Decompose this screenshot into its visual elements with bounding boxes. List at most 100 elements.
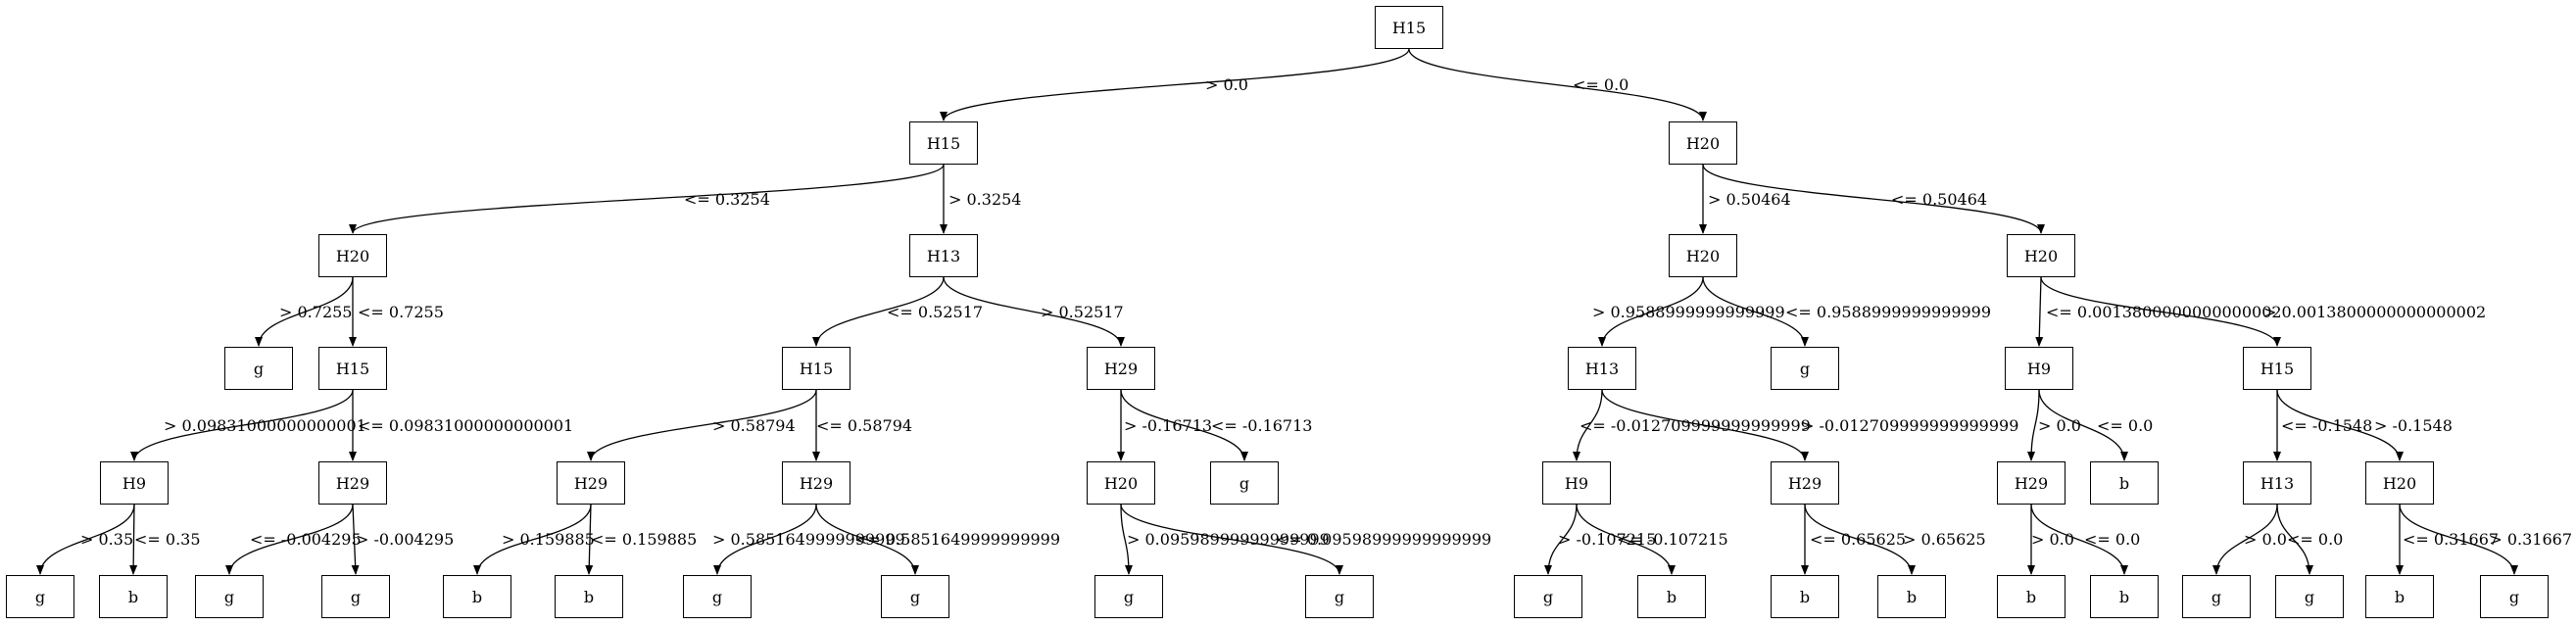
leaf-node: g <box>1210 461 1279 505</box>
split-node: H29 <box>1997 461 2066 505</box>
tree-edge <box>815 504 919 575</box>
leaf-node: b <box>1877 575 1946 618</box>
tree-edge <box>1601 389 1809 461</box>
tree-edge <box>1573 389 1603 461</box>
tree-edge <box>2038 389 2128 461</box>
split-node: H29 <box>318 461 387 505</box>
leaf-node: b <box>99 575 168 618</box>
leaf-node: g <box>881 575 949 618</box>
edge-label: > 0.159885 <box>502 530 595 549</box>
edge-label: <= 0.35 <box>134 530 201 549</box>
edge-label: <= 0.09831000000000001 <box>358 416 574 435</box>
leaf-node: b <box>1637 575 1706 618</box>
edge-label: <= 0.0 <box>1573 75 1629 94</box>
edge-label: <= 0.52517 <box>887 303 984 321</box>
edge-label: > 0.09831000000000001 <box>164 416 366 435</box>
tree-edge <box>1544 504 1578 575</box>
edge-label: > -0.16713 <box>1124 416 1213 435</box>
split-node: H20 <box>1669 234 1737 277</box>
edge-label: > 0.3254 <box>948 190 1022 209</box>
split-node: H9 <box>1542 461 1611 505</box>
edge-label: <= 0.58794 <box>816 416 913 435</box>
edge-label: > -0.004295 <box>356 530 455 549</box>
edge-label: <= -0.1548 <box>2281 416 2373 435</box>
edge-label: <= 0.9588999999999999 <box>1785 303 1992 321</box>
tree-edge <box>812 276 945 347</box>
leaf-node: g <box>224 347 293 390</box>
split-node: H20 <box>2007 234 2075 277</box>
split-node: H13 <box>1568 347 1636 390</box>
edge-label: <= 0.7255 <box>358 303 444 321</box>
edge-label: <= 0.50464 <box>1891 190 1988 209</box>
leaf-node: g <box>1305 575 1374 618</box>
edge-label: > -0.012709999999999999 <box>1801 416 2019 435</box>
split-node: H20 <box>2365 461 2434 505</box>
edge-label: <= -0.012709999999999999 <box>1580 416 1811 435</box>
tree-edge <box>943 276 1125 347</box>
edge-label: > 0.7255 <box>279 303 353 321</box>
split-node: H29 <box>1771 461 1839 505</box>
edge-label: <= 0.0013800000000000002 <box>2046 303 2282 321</box>
tree-edge <box>1120 504 1133 575</box>
leaf-node: b <box>1771 575 1839 618</box>
edge-label: <= 0.65625 <box>1810 530 1907 549</box>
tree-edge <box>351 504 360 575</box>
split-node: H15 <box>1375 6 1443 49</box>
tree-edge <box>1598 276 1704 347</box>
split-node: H29 <box>557 461 625 505</box>
tree-edge <box>130 389 354 461</box>
edge-label: <= -0.16713 <box>1211 416 1313 435</box>
edge-label: <= 0.0 <box>2097 416 2154 435</box>
tree-edge <box>2276 389 2404 461</box>
edge-label: > 0.5851649999999999 <box>712 530 905 549</box>
tree-edge <box>2399 504 2518 575</box>
split-node: H29 <box>1087 347 1155 390</box>
split-node: H20 <box>1087 461 1155 505</box>
edge-label: <= 0.09598999999999999 <box>1276 530 1492 549</box>
split-node: H20 <box>1669 121 1737 165</box>
leaf-node: g <box>683 575 752 618</box>
edge-label: > 0.35 <box>80 530 134 549</box>
edge-label: > 0.65625 <box>1903 530 1986 549</box>
edge-label: > 0.09598999999999999 <box>1127 530 1330 549</box>
tree-edge <box>1576 504 1676 575</box>
leaf-node: g <box>321 575 390 618</box>
tree-edge <box>1702 276 1809 347</box>
tree-edge <box>2027 389 2040 461</box>
tree-edge <box>2212 504 2278 575</box>
leaf-node: b <box>1997 575 2066 618</box>
split-node: H13 <box>2243 461 2311 505</box>
leaf-node: g <box>1771 347 1839 390</box>
edge-label: > 0.50464 <box>1708 190 1791 209</box>
leaf-node: b <box>2090 575 2159 618</box>
leaf-node: b <box>2365 575 2434 618</box>
edge-label: > 0.0 <box>2038 416 2081 435</box>
edge-label: > -0.1548 <box>2374 416 2453 435</box>
leaf-node: g <box>2480 575 2549 618</box>
tree-edge <box>2035 276 2044 347</box>
split-node: H9 <box>2005 347 2073 390</box>
tree-edge <box>2030 504 2128 575</box>
leaf-node: g <box>1094 575 1163 618</box>
leaf-node: g <box>2275 575 2344 618</box>
edge-label: <= 0.31667 <box>2403 530 2500 549</box>
edge-label: > 0.58794 <box>712 416 796 435</box>
leaf-node: b <box>443 575 511 618</box>
edge-label: > 0.0 <box>2244 530 2287 549</box>
edge-label: <= 0.159885 <box>591 530 698 549</box>
edge-label: > 0.9588999999999999 <box>1592 303 1785 321</box>
split-node: H15 <box>318 347 387 390</box>
tree-edge <box>1804 504 1916 575</box>
leaf-node: g <box>195 575 264 618</box>
tree-edge <box>585 504 594 575</box>
split-node: H9 <box>100 461 169 505</box>
split-node: H15 <box>2243 347 2311 390</box>
tree-edge <box>349 164 945 234</box>
tree-edge <box>2276 504 2313 575</box>
tree-edge <box>587 389 817 461</box>
edge-label: > 0.31667 <box>2489 530 2572 549</box>
tree-edge <box>255 276 354 347</box>
split-node: H15 <box>909 121 978 165</box>
